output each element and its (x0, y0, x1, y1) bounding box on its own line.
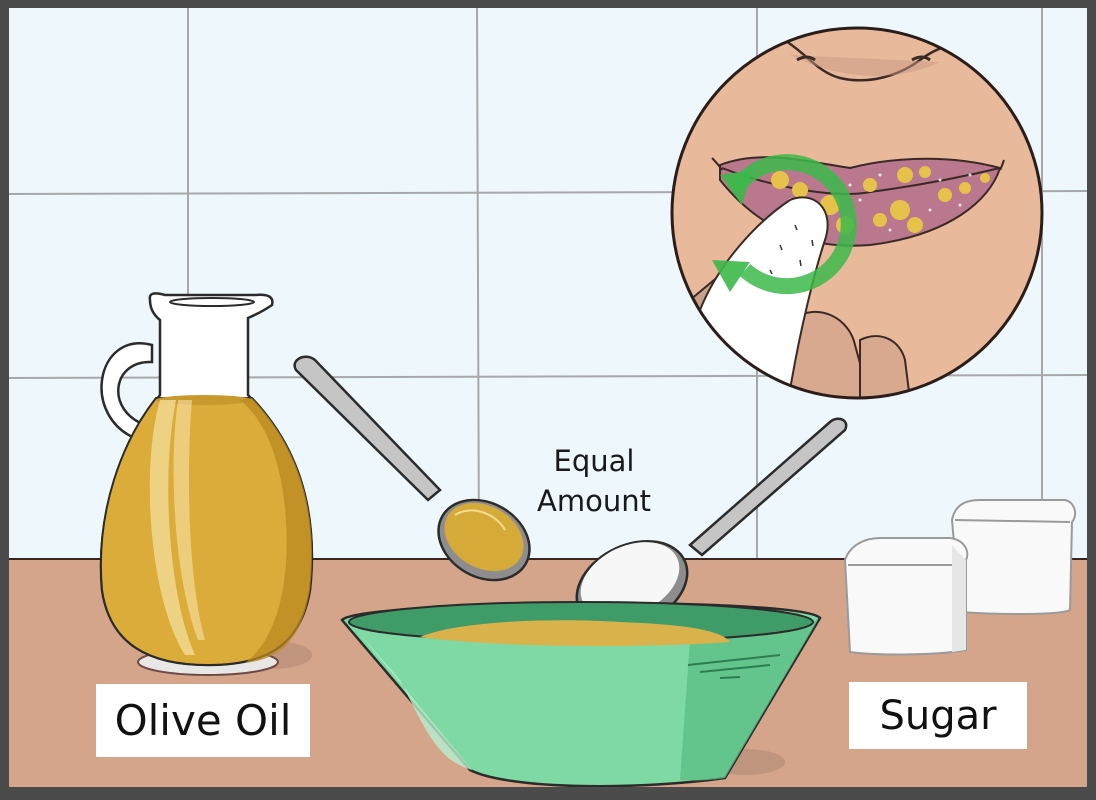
caption-line-2: Amount (537, 484, 651, 518)
sugar-label-text: Sugar (879, 692, 997, 739)
equal-amount-caption: Equal Amount (509, 441, 679, 521)
olive-oil-label-text: Olive Oil (114, 696, 292, 745)
sugar-label: Sugar (849, 682, 1027, 749)
lip-scrub-inset (670, 26, 1044, 400)
oil-spoon (293, 355, 531, 582)
mixing-bowl (340, 601, 822, 787)
olive-oil-label: Olive Oil (96, 684, 310, 757)
sugar-spoon (575, 417, 848, 631)
caption-line-1: Equal (553, 444, 635, 478)
illustration-scene: Equal Amount Olive Oil Sugar (9, 8, 1087, 787)
olive-oil-jug (99, 292, 314, 676)
illustration-canvas (9, 8, 1087, 787)
sugar-cubes (843, 499, 1077, 656)
